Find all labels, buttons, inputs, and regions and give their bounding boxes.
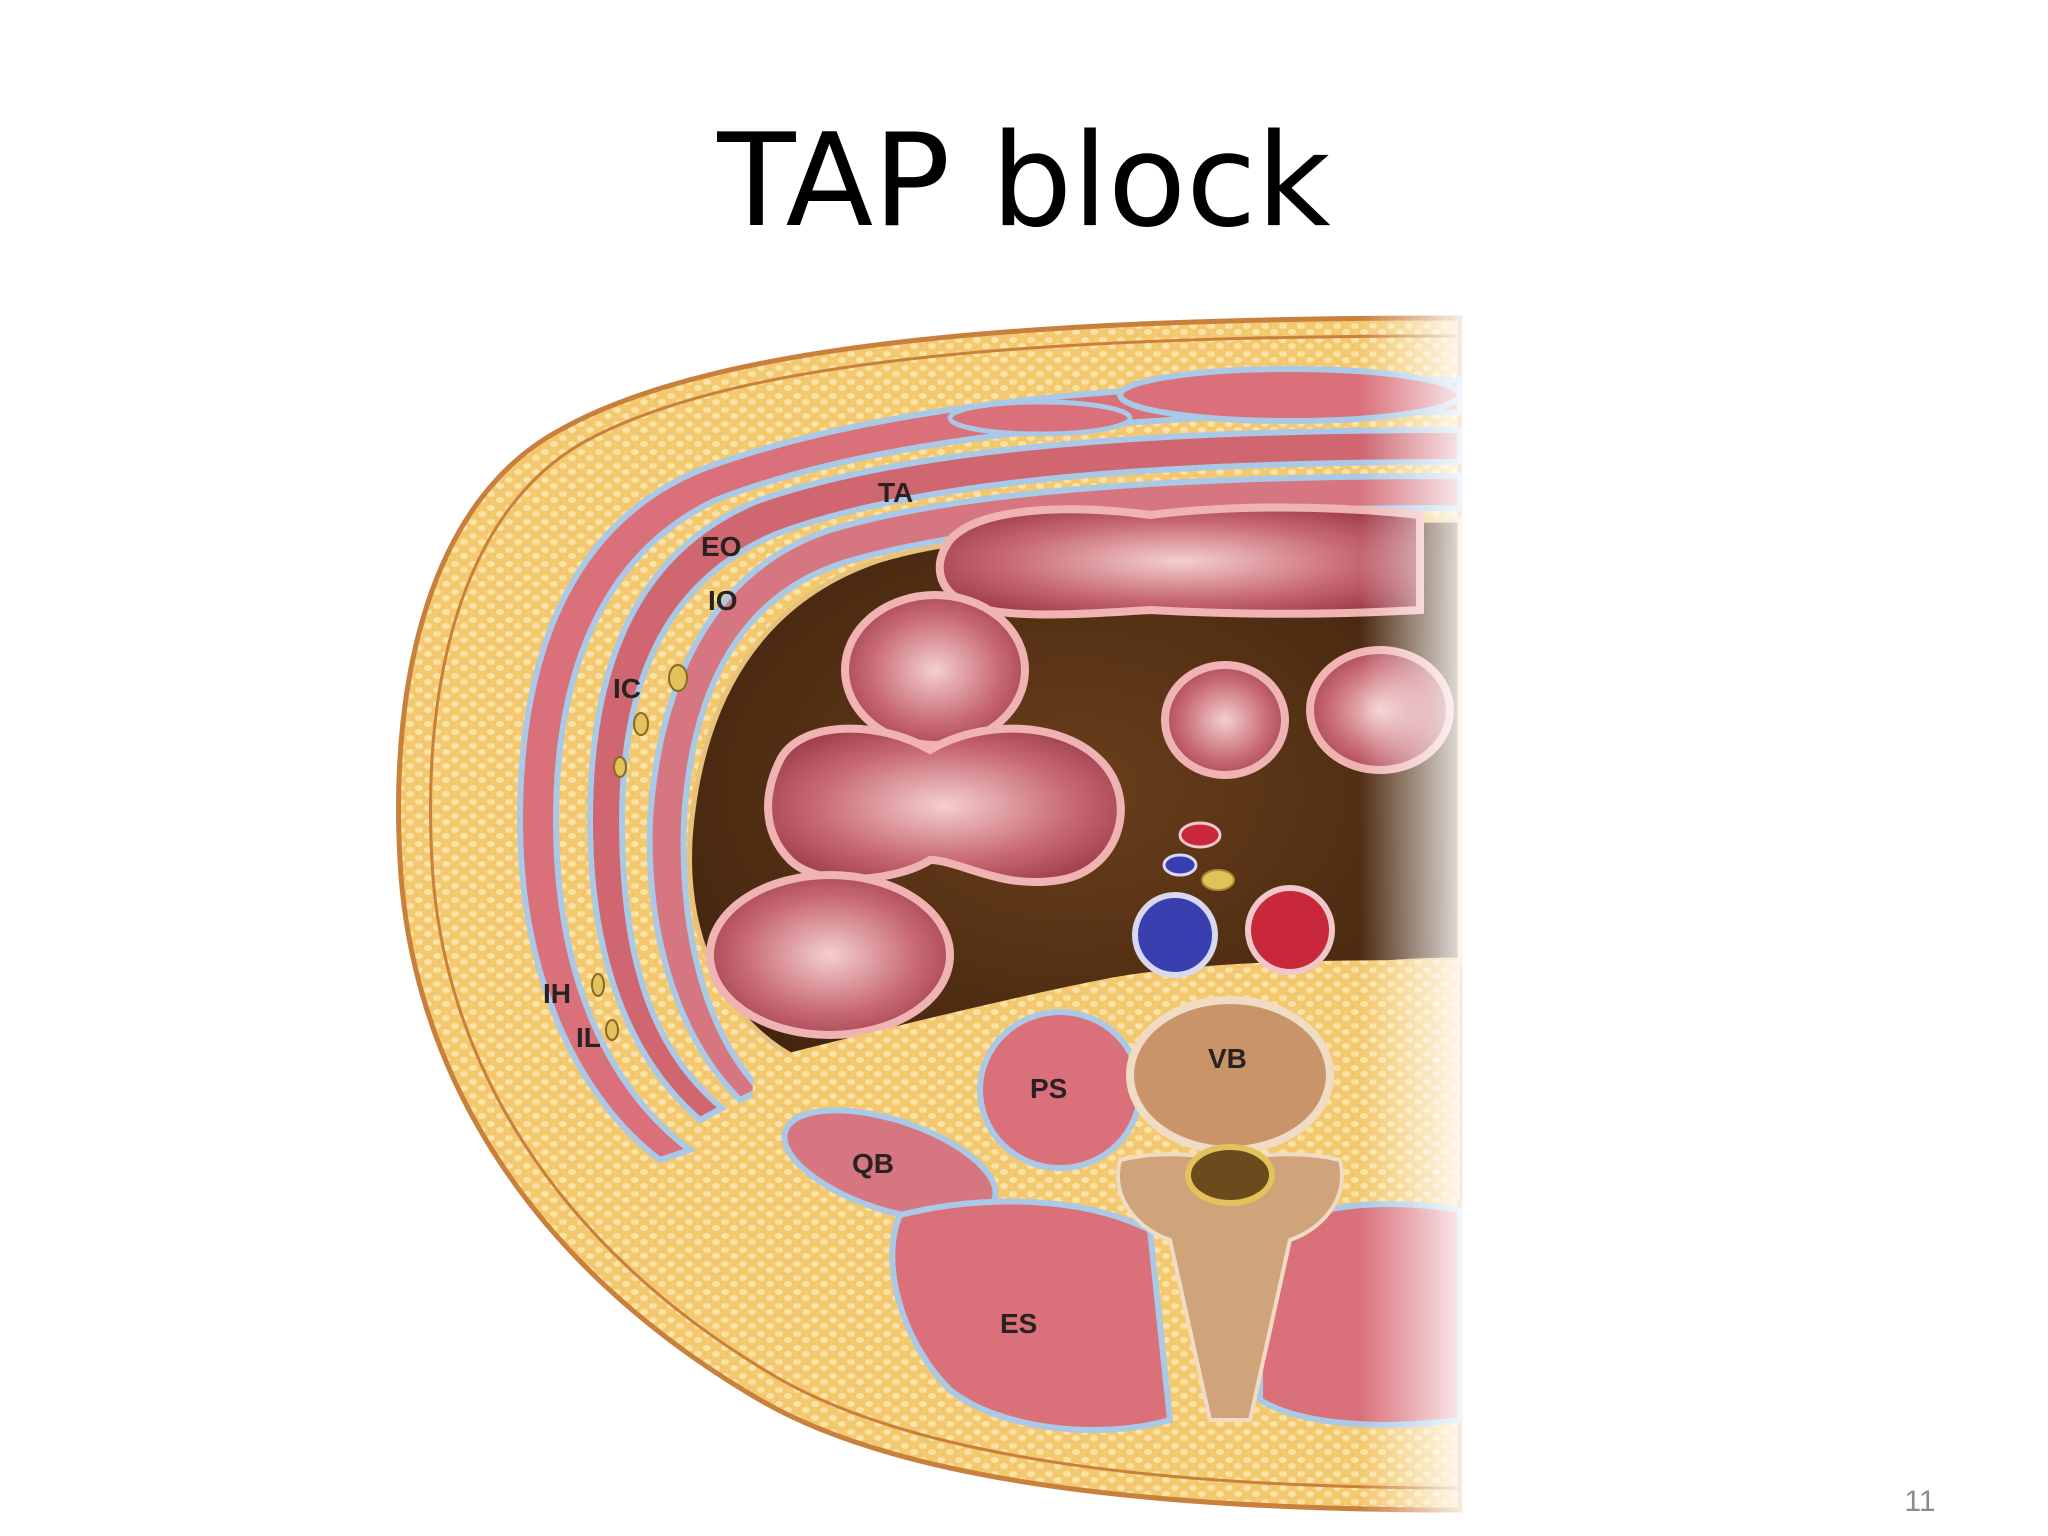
small-bowel-loop-4: [1161, 661, 1289, 779]
spinal-cord: [1185, 1144, 1275, 1206]
small-bowel-loop-3: [706, 871, 954, 1039]
label-il: IL: [576, 1022, 601, 1053]
small-bowel-loop-1: [841, 591, 1029, 749]
renal-vessel-artery: [1178, 821, 1222, 849]
transversus-abdominis-muscle: [646, 472, 1463, 1104]
aorta: [1245, 885, 1335, 975]
label-ih: IH: [543, 978, 571, 1009]
figure-mask: [1478, 290, 2048, 1536]
vertebral-body: [1126, 996, 1334, 1154]
internal-oblique-muscle: [586, 426, 1463, 1124]
slide-title: TAP block: [717, 107, 1331, 256]
renal-vessel-vein: [1162, 853, 1198, 877]
ureter: [1201, 869, 1235, 891]
inferior-vena-cava: [1132, 892, 1218, 978]
label-qb: QB: [852, 1148, 894, 1179]
label-io: IO: [708, 585, 738, 616]
figure-fade-overlay: [1360, 300, 1480, 1530]
skin-line: [429, 334, 1461, 1490]
rectus-lateral-muscle: [947, 399, 1133, 437]
label-ic: IC: [613, 673, 641, 704]
nerve-ic-2: [633, 712, 649, 736]
label-vb: VB: [1208, 1043, 1247, 1074]
nerve-ic-3: [613, 756, 627, 778]
label-ta: TA: [878, 477, 913, 508]
small-bowel-loop-2: [764, 724, 1125, 886]
nerve-ih: [591, 973, 605, 997]
nerve-ic-1: [668, 664, 688, 692]
external-oblique-muscle: [516, 376, 1463, 1164]
page-number: 11: [1904, 1485, 1936, 1518]
transverse-colon: [935, 503, 1424, 619]
label-ps: PS: [1030, 1073, 1067, 1104]
nerve-il: [605, 1019, 619, 1041]
erector-spinae-muscle: [889, 1198, 1174, 1433]
label-es: ES: [1000, 1308, 1037, 1339]
label-eo: EO: [701, 531, 741, 562]
